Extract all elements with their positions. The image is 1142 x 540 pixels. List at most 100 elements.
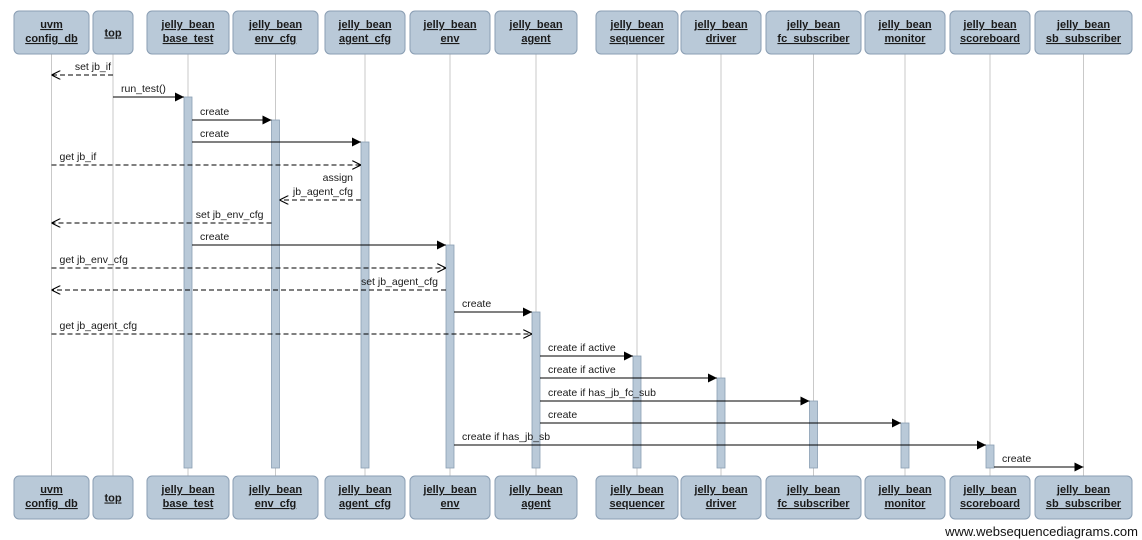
participant-label: sb_subscriber	[1046, 33, 1122, 45]
participant-label: jelly_bean	[609, 19, 663, 31]
message-label: create if has_jb_fc_sub	[548, 387, 656, 399]
participant-label: scoreboard	[960, 33, 1020, 45]
participant-label: fc_subscriber	[777, 33, 850, 45]
activation-jelly_bean_fc_subscriber	[809, 400, 818, 469]
participant-label: sb_subscriber	[1046, 498, 1122, 510]
message-label: get jb_if	[60, 151, 97, 163]
footer-site-link[interactable]: www.websequencediagrams.com	[945, 524, 1138, 539]
message-6: assign jb_agent_cfg	[279, 172, 361, 200]
participant-label: jelly_bean	[962, 484, 1016, 496]
participant-box	[765, 10, 862, 55]
participant-label: jelly_bean	[248, 484, 302, 496]
participant-box	[92, 10, 134, 55]
participant-label: agent	[521, 33, 551, 45]
message-7: set jb_env_cfg	[51, 209, 272, 223]
participant-label: top	[104, 493, 121, 505]
activation-jelly_bean_env_cfg	[271, 119, 280, 469]
message-label: create if active	[548, 342, 616, 354]
participant-label: config_db	[25, 33, 78, 45]
participant-label: base_test	[163, 498, 214, 510]
participant-label: agent	[521, 498, 551, 510]
participant-label: jelly_bean	[1056, 484, 1110, 496]
message-13: create if active	[540, 342, 633, 361]
participant-label: jelly_bean	[422, 19, 476, 31]
participant-box	[13, 10, 90, 55]
participant-label: jelly_bean	[786, 484, 840, 496]
participant-label: jelly_bean	[693, 19, 747, 31]
message-label: get jb_env_cfg	[60, 254, 128, 266]
message-label: set jb_if	[75, 61, 111, 73]
participant-bottom-jelly_bean_base_test: jelly_bean base_test	[146, 475, 230, 520]
message-label: jb_agent_cfg	[292, 186, 353, 198]
message-16: create	[540, 409, 901, 428]
participant-label: jelly_bean	[160, 484, 214, 496]
activation-jelly_bean_agent_cfg	[360, 141, 370, 469]
participant-bottom-jelly_bean_fc_subscriber: jelly_bean fc_subscriber	[765, 475, 862, 520]
message-10: set jb_agent_cfg	[51, 276, 446, 290]
participant-label: sequencer	[609, 33, 665, 45]
participant-label: fc_subscriber	[777, 498, 850, 510]
message-label: create	[462, 298, 491, 310]
participant-label: jelly_bean	[693, 484, 747, 496]
participant-box	[864, 475, 946, 520]
participant-box	[680, 10, 762, 55]
participant-label: env_cfg	[255, 33, 297, 45]
participant-box	[595, 475, 679, 520]
message-15: create if has_jb_fc_sub	[540, 387, 810, 406]
participant-box	[324, 475, 406, 520]
participant-label: jelly_bean	[877, 19, 931, 31]
message-label: set jb_env_cfg	[196, 209, 264, 221]
participant-label: jelly_bean	[337, 484, 391, 496]
participant-label: driver	[706, 498, 737, 510]
participant-top-top: top	[92, 10, 134, 55]
participant-label: env_cfg	[255, 498, 297, 510]
activation-jelly_bean_agent	[531, 311, 541, 469]
message-1: set jb_if	[51, 61, 113, 75]
message-11: create	[454, 298, 532, 317]
activation-jelly_bean_sequencer	[632, 355, 642, 469]
message-label: create	[200, 128, 229, 140]
participant-box	[949, 475, 1031, 520]
participant-box	[13, 475, 90, 520]
participant-label: base_test	[163, 33, 214, 45]
participant-label: top	[104, 28, 121, 40]
participant-label: uvm	[40, 484, 63, 496]
participant-top-jelly_bean_sequencer: jelly_bean sequencer	[595, 10, 679, 55]
participant-box	[494, 475, 578, 520]
message-3: create	[192, 106, 272, 125]
participant-label: jelly_bean	[422, 484, 476, 496]
message-label: set jb_agent_cfg	[361, 276, 438, 288]
message-label: create	[548, 409, 577, 421]
message-14: create if active	[540, 364, 717, 383]
message-label: create	[1002, 453, 1031, 465]
message-label: assign	[323, 172, 354, 184]
participant-label: jelly_bean	[337, 19, 391, 31]
participant-box	[146, 10, 230, 55]
participant-box	[409, 10, 491, 55]
participant-label: sequencer	[609, 498, 665, 510]
participant-box	[146, 475, 230, 520]
participant-label: uvm	[40, 19, 63, 31]
message-4: create	[192, 128, 361, 147]
message-12: get jb_agent_cfg	[51, 320, 532, 334]
participant-label: config_db	[25, 498, 78, 510]
participant-box	[595, 10, 679, 55]
message-label: get jb_agent_cfg	[60, 320, 138, 332]
